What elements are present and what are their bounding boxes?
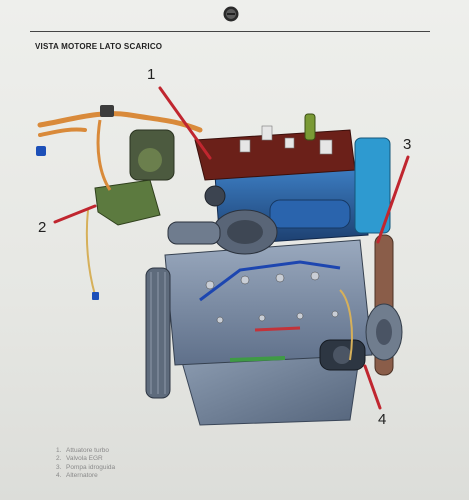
page-title: VISTA MOTORE LATO SCARICO [35,42,163,51]
right-accessories [354,137,403,376]
header-rule [30,31,430,32]
pointer-3 [376,155,410,244]
brand-logo-icon [223,6,239,22]
legend-item: 3.Pompa idroguida [56,463,116,471]
callout-3: 3 [403,136,412,153]
alternator [319,339,366,371]
legend-item: 2.Valvola EGR [56,455,103,463]
pointer-4 [363,364,382,410]
callout-pointers [53,86,410,410]
pointer-2 [53,204,97,224]
exhaust-manifold [269,199,351,229]
wiring-harness [37,111,203,133]
pointer-1 [158,86,212,160]
turbocharger [167,185,278,255]
callout-2: 2 [38,219,47,236]
oil-filler-cap [304,113,316,141]
legend-item: 1.Attuatore turbo [56,447,109,454]
legend-list: 1.Attuatore turbo 2.Valvola EGR 3.Pompa … [56,447,115,480]
engine-block [164,239,373,366]
egr-assembly [94,129,175,226]
legend-item: 4.Alternatore [56,471,98,479]
callout-1: 1 [147,66,156,83]
callout-4: 4 [378,411,387,428]
crank-pulley [145,267,171,399]
